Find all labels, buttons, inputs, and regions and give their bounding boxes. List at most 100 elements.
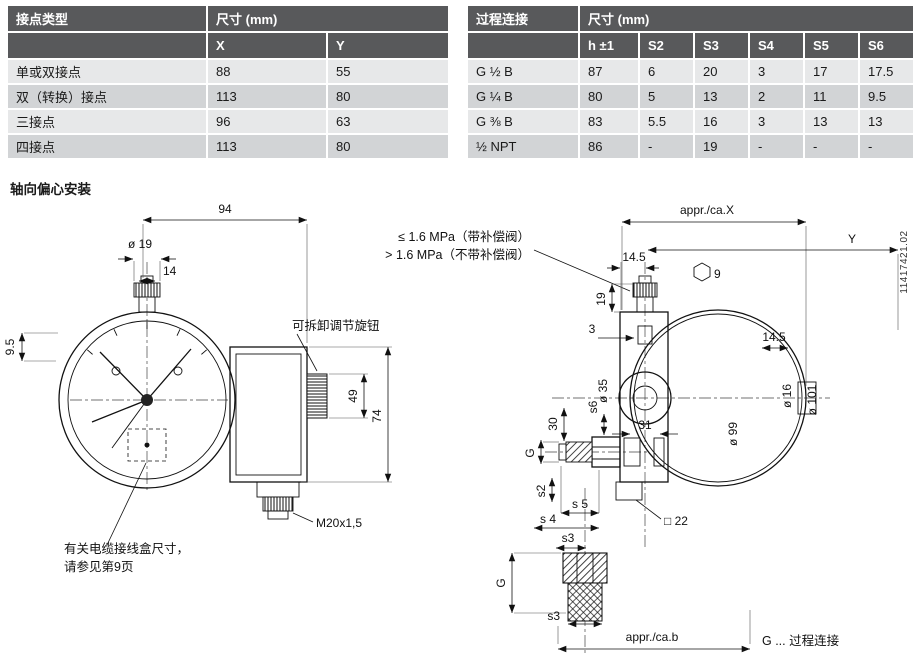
table-cell: -	[640, 135, 693, 158]
table-cell: 13	[805, 110, 858, 133]
knob-callout-label: 可拆卸调节旋钮	[292, 318, 380, 333]
terminal-box-side	[615, 311, 669, 501]
eccentric-boss	[618, 371, 672, 425]
document-number: 11417421.02	[899, 230, 910, 293]
top-adjustment-fitting-side	[632, 275, 658, 313]
cable-box-note-line1: 有关电缆接线盒尺寸，	[64, 541, 189, 556]
table-cell: 88	[208, 60, 326, 83]
table-cell: 80	[328, 85, 448, 108]
table-cell: 55	[328, 60, 448, 83]
mpa-note-line2: > 1.6 MPa（不带补偿阀）	[385, 247, 530, 262]
table-cell: 6	[640, 60, 693, 83]
left-process-connection	[558, 436, 621, 468]
table-cell: 19	[695, 135, 748, 158]
table-cell: 20	[695, 60, 748, 83]
contact-pointer	[91, 399, 148, 423]
table-cell: G ⅜ B	[468, 110, 578, 133]
dim-label-g-left: G	[523, 448, 537, 457]
contact-type-table: 接点类型 尺寸 (mm) X Y 单或双接点 88 55 双（转换）接点 113…	[8, 6, 448, 158]
square-shank	[615, 481, 643, 501]
gauge-dial	[58, 311, 236, 489]
dim-label-appr-b: appr./ca.b	[626, 630, 679, 644]
process-table-col-s4: S4	[750, 33, 803, 58]
table-cell: 四接点	[8, 135, 206, 158]
g-note-label: G ... 过程连接	[762, 633, 840, 648]
table-cell: 9.5	[860, 85, 913, 108]
dim-label-s2: s2	[534, 484, 548, 497]
process-table-empty-header	[468, 33, 578, 58]
gauge-front-view-drawing: 94 ø 19 14 9.5 49 74	[3, 202, 392, 574]
table-cell: 单或双接点	[8, 60, 206, 83]
gauge-side-view-drawing: 9	[385, 203, 910, 655]
table-cell: 17	[805, 60, 858, 83]
table-cell: 80	[580, 85, 638, 108]
process-table-col-h: h ±1	[580, 33, 638, 58]
table-cell: 86	[580, 135, 638, 158]
table-cell: 113	[208, 85, 326, 108]
table-cell: -	[750, 135, 803, 158]
case-outline	[629, 309, 807, 487]
dim-label-g-bottom: G	[494, 578, 508, 587]
left-drawing-dimensions: 94 ø 19 14 9.5 49 74	[3, 202, 392, 574]
process-table-col-s6: S6	[860, 33, 913, 58]
dim-label-14: 14	[163, 264, 177, 278]
table-cell: ½ NPT	[468, 135, 578, 158]
right-drawing-dimensions: ≤ 1.6 MPa（带补偿阀） > 1.6 MPa（不带补偿阀） appr./c…	[385, 203, 910, 653]
table-cell: 80	[328, 135, 448, 158]
table-cell: G ¼ B	[468, 85, 578, 108]
table-cell: 87	[580, 60, 638, 83]
dim-label-74: 74	[370, 409, 384, 423]
dim-label-d19: ø 19	[128, 237, 152, 251]
mpa-note-line1: ≤ 1.6 MPa（带补偿阀）	[398, 229, 530, 244]
table-cell: 16	[695, 110, 748, 133]
contact-table-dim-header: 尺寸 (mm)	[208, 6, 448, 31]
table-cell: 96	[208, 110, 326, 133]
instrument-pointer	[111, 399, 148, 449]
dim-label-49: 49	[346, 389, 360, 403]
dim-label-3: 3	[589, 322, 596, 336]
process-table-title: 过程连接	[468, 6, 578, 31]
table-cell: 83	[580, 110, 638, 133]
pointer-hub	[141, 394, 153, 406]
dim-label-sq22: □ 22	[664, 514, 688, 528]
table-cell: 双（转换）接点	[8, 85, 206, 108]
dim-label-d35: ø 35	[596, 379, 610, 403]
table-cell: -	[860, 135, 913, 158]
m20-label: M20x1,5	[316, 516, 362, 530]
dim-label-19: 19	[594, 292, 608, 306]
table-cell: 13	[860, 110, 913, 133]
table-cell: 13	[695, 85, 748, 108]
dim-label-s3-left: s3	[562, 531, 575, 545]
dim-label-31: 31	[638, 418, 652, 432]
contact-pointer	[146, 348, 192, 401]
table-cell: 三接点	[8, 110, 206, 133]
dim-label-d16: ø 16	[780, 384, 794, 408]
knurled-knob-icon	[133, 282, 161, 298]
table-cell: 5	[640, 85, 693, 108]
dim-label-14-5-right: 14.5	[762, 330, 786, 344]
dim-label-30: 30	[546, 417, 560, 431]
process-table-col-s3: S3	[695, 33, 748, 58]
table-cell: 63	[328, 110, 448, 133]
dim-label-9-5: 9.5	[3, 338, 17, 355]
dim-label-s3-bottom: s3	[547, 609, 560, 623]
table-cell: 11	[805, 85, 858, 108]
connection-box	[229, 346, 328, 483]
table-cell: G ½ B	[468, 60, 578, 83]
hexagon-icon	[693, 262, 711, 282]
contact-table-col-x: X	[208, 33, 326, 58]
contact-table-empty-header	[8, 33, 206, 58]
dim-label-d99: ø 99	[726, 422, 740, 446]
dim-label-y: Y	[848, 232, 856, 246]
table-cell: 3	[750, 60, 803, 83]
cable-gland	[256, 481, 300, 520]
bottom-process-connection	[562, 552, 608, 622]
table-cell: 17.5	[860, 60, 913, 83]
cable-box-note-line2: 请参见第9页	[64, 559, 133, 574]
section-title: 轴向偏心安装	[10, 182, 91, 197]
process-table-col-s5: S5	[805, 33, 858, 58]
table-cell: 3	[750, 110, 803, 133]
dim-label-s6: s6	[586, 400, 600, 413]
